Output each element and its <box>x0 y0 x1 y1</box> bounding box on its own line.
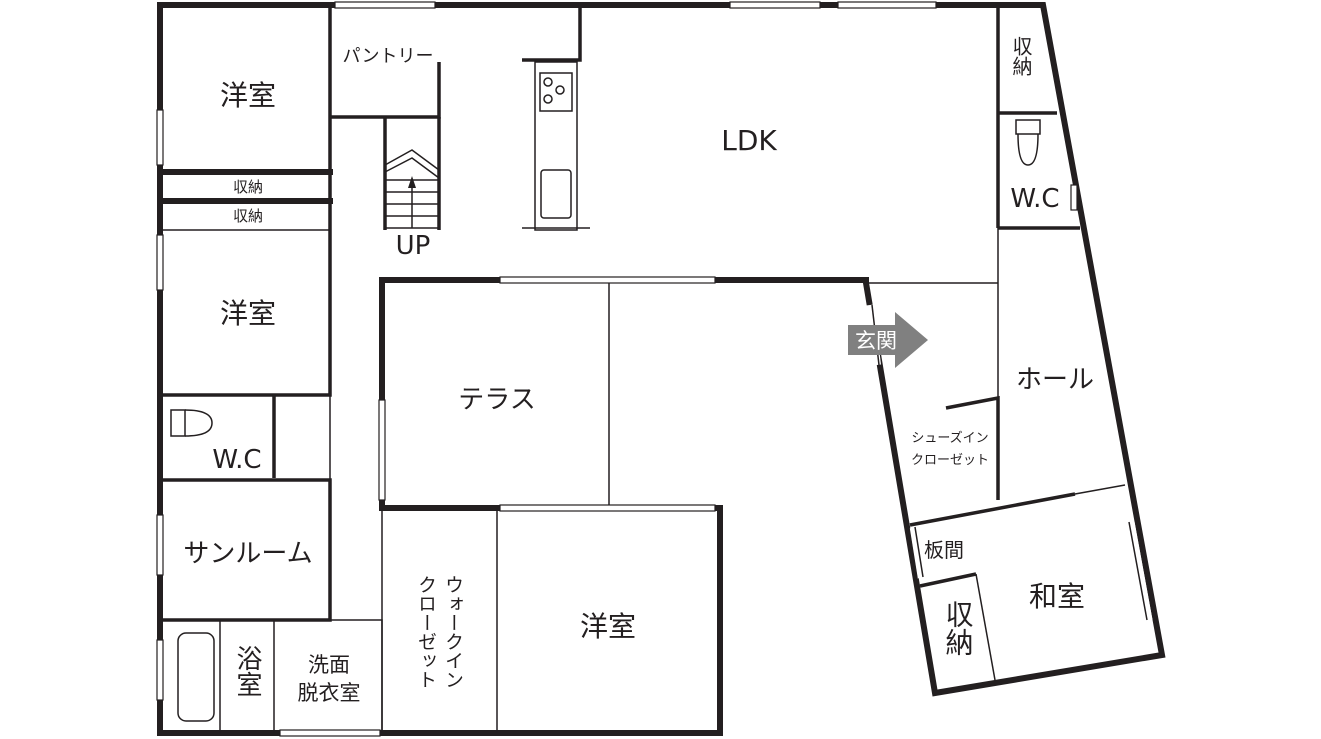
room-label-ldk: LDK <box>721 124 777 157</box>
room-label-storage-2: 収納 <box>233 207 263 225</box>
room-label-shoe-closet-2: クローゼット <box>911 453 989 468</box>
room-label-walk-in-2: クローゼット <box>415 575 437 689</box>
room-label-wc-w: W.C <box>212 445 261 475</box>
room-label-storage-ne: 収納 <box>1009 36 1033 76</box>
entrance-arrow-icon <box>848 312 928 368</box>
room-label-bath: 浴室 <box>232 645 262 697</box>
room-label-wc-ne: W.C <box>1010 184 1059 214</box>
room-label-walk-in-1: ウォークイン <box>442 575 464 689</box>
room-label-western-2: 洋室 <box>220 297 276 330</box>
walls <box>156 1 1166 737</box>
room-label-western-3: 洋室 <box>580 610 636 643</box>
stairs-up-label: UP <box>396 231 431 261</box>
room-label-shoe-closet-1: シューズイン <box>911 430 988 446</box>
room-label-entrance: 玄関 <box>855 329 897 353</box>
room-label-terrace: テラス <box>458 385 535 415</box>
room-label-washroom-2: 脱衣室 <box>298 681 361 705</box>
room-label-western-1: 洋室 <box>220 79 276 112</box>
room-label-washroom-1: 洗面 <box>308 653 350 677</box>
room-label-hall: ホール <box>1016 365 1094 395</box>
room-label-japanese: 和室 <box>1029 580 1085 613</box>
room-label-storage-se: 収納 <box>942 600 975 656</box>
room-label-pantry: パントリー <box>343 46 434 67</box>
room-label-storage-1: 収納 <box>233 178 263 196</box>
room-label-wood-floor: 板間 <box>924 538 964 562</box>
room-label-sunroom: サンルーム <box>183 539 312 569</box>
